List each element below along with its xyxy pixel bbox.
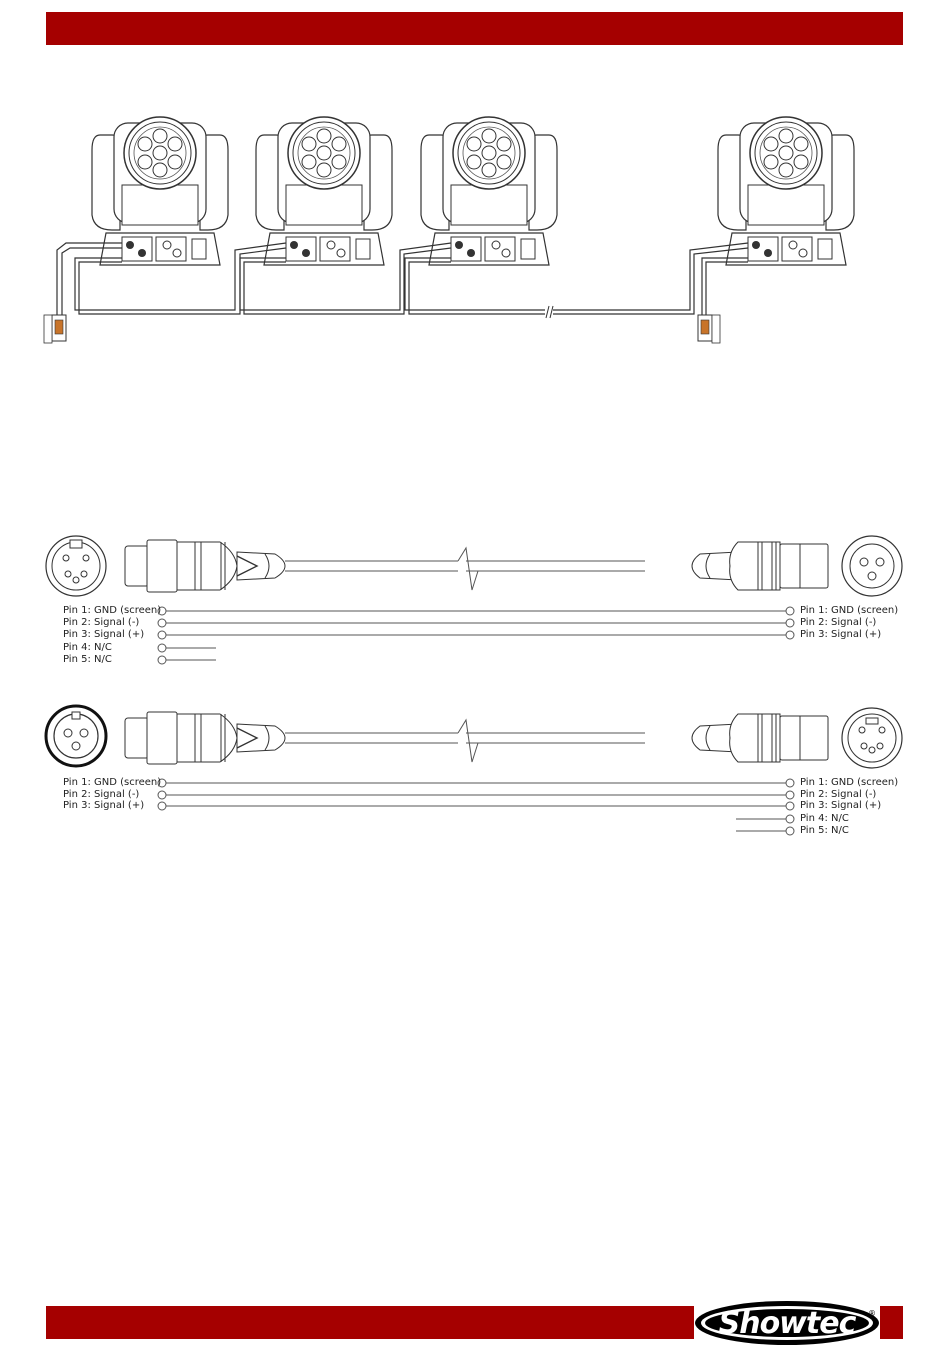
cable-2-female-connector — [125, 712, 285, 764]
cable-2-female-3pin-face — [46, 706, 106, 766]
cable-1-left-pin-4: Pin 4: N/C — [63, 642, 112, 654]
cable-1-left-pin-2: Pin 2: Signal (-) — [63, 617, 139, 629]
footer-bar-end — [880, 1306, 903, 1339]
cable-1-male-connector — [692, 542, 828, 590]
cable-1-pin-lines — [158, 607, 794, 664]
cable-2-right-pin-1: Pin 1: GND (screen) — [800, 777, 898, 789]
showtec-logo: Showtec ® — [692, 1299, 882, 1347]
cable-1-female-5pin-face — [46, 536, 106, 596]
cable-1-right-pin-3: Pin 3: Signal (+) — [800, 629, 881, 641]
cable-2-right-pin-5: Pin 5: N/C — [800, 825, 849, 837]
cable-1-female-connector — [125, 540, 285, 592]
cable-2-right-pin-3: Pin 3: Signal (+) — [800, 800, 881, 812]
cable-1-left-pin-5: Pin 5: N/C — [63, 654, 112, 666]
cable-1-left-pin-1: Pin 1: GND (screen) — [63, 605, 161, 617]
cable-2-right-pin-4: Pin 4: N/C — [800, 813, 849, 825]
cable-1-wire — [285, 548, 645, 590]
cable-2-left-pin-1: Pin 1: GND (screen) — [63, 777, 161, 789]
footer-bar — [46, 1306, 694, 1339]
cable-1-right-pin-2: Pin 2: Signal (-) — [800, 617, 876, 629]
cable-2-left-pin-3: Pin 3: Signal (+) — [63, 800, 144, 812]
logo-text: Showtec — [692, 1299, 882, 1347]
cable-1-left-pin-3: Pin 3: Signal (+) — [63, 629, 144, 641]
cable-2-wire — [285, 720, 645, 762]
cable-2-male-connector — [692, 714, 828, 762]
cable-diagrams — [0, 0, 950, 900]
cable-1-right-pin-1: Pin 1: GND (screen) — [800, 605, 898, 617]
cable-2-pin-lines — [158, 779, 794, 835]
cable-2-male-5pin-face — [842, 708, 902, 768]
logo-registered-mark: ® — [868, 1309, 876, 1318]
cable-1-male-3pin-face — [842, 536, 902, 596]
